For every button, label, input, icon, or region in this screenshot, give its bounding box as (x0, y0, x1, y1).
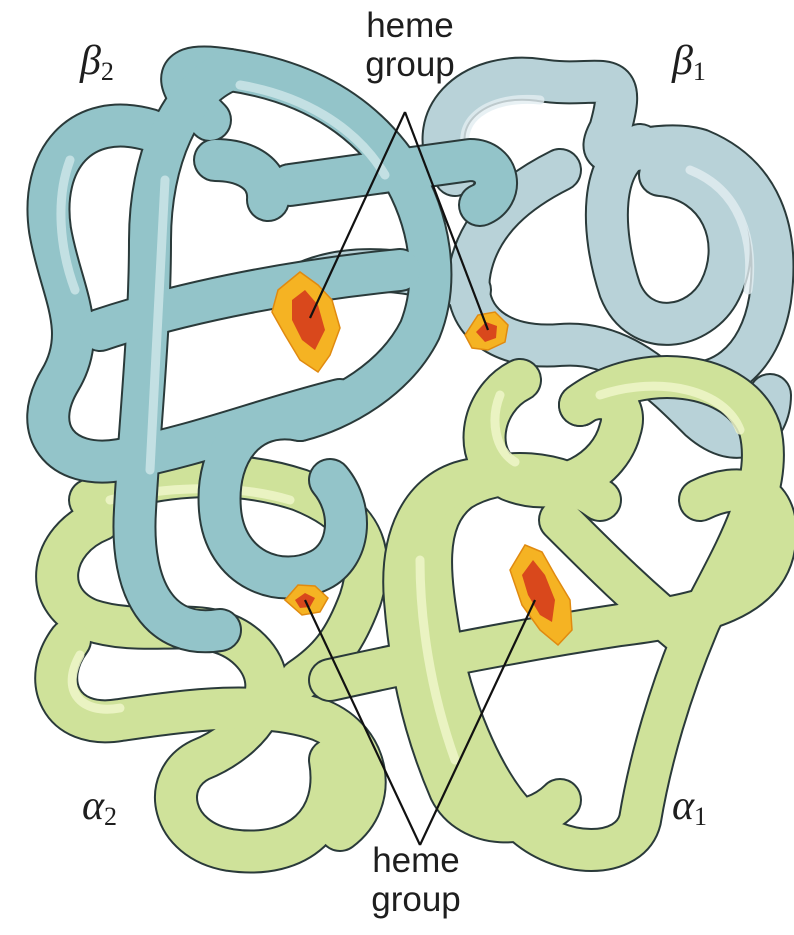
beta1-label: β1 (672, 40, 706, 85)
beta1-subscript: 1 (693, 57, 706, 86)
beta2-subscript: 2 (101, 57, 114, 86)
alpha1-label: α1 (672, 785, 707, 830)
beta1-symbol: β (672, 38, 693, 84)
group-bottom-word: group (362, 882, 470, 917)
heme-group-bottom-label: heme group (362, 843, 470, 917)
heme-top-word: heme (356, 8, 464, 43)
heme-group-top-label: heme group (356, 8, 464, 82)
alpha2-symbol: α (82, 783, 104, 829)
beta2-label: β2 (80, 40, 114, 85)
alpha2-subscript: 2 (104, 802, 117, 831)
alpha2-label: α2 (82, 785, 117, 830)
heme-bottom-word: heme (362, 843, 470, 878)
alpha1-symbol: α (672, 783, 694, 829)
beta2-symbol: β (80, 38, 101, 84)
group-top-word: group (356, 47, 464, 82)
alpha1-subscript: 1 (694, 802, 707, 831)
